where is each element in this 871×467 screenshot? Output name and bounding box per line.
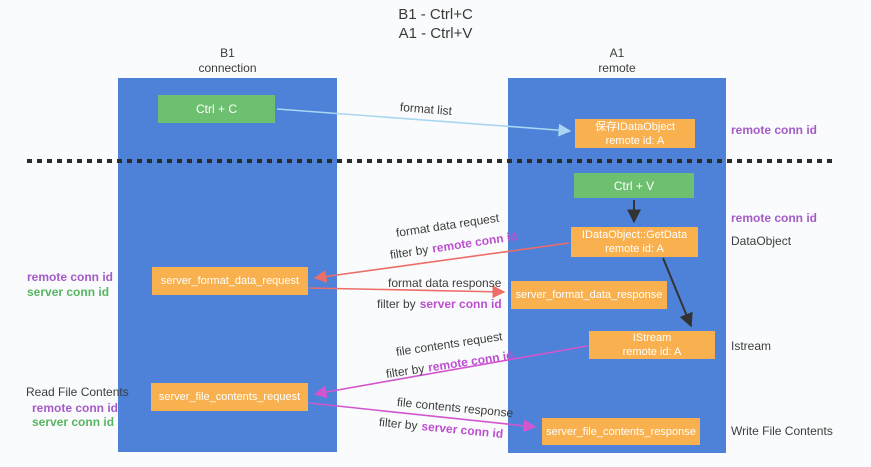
filter-remote-1-emphasis: remote conn id bbox=[431, 229, 519, 256]
node-idataobject-getdata: IDataObject::GetData remote id: A bbox=[571, 227, 698, 257]
node-server-format-data-request: server_format_data_request bbox=[152, 267, 308, 295]
right-label-dataobject: DataObject bbox=[731, 234, 792, 248]
node-istream-line1: IStream bbox=[632, 332, 672, 344]
left-label-remote-conn-id-bottom: remote conn id bbox=[32, 401, 119, 415]
lane-header-b1: B1 connection bbox=[118, 46, 337, 76]
filter-server-2-emphasis: server conn id bbox=[420, 419, 504, 441]
node-save-idataobject-line1: 保存IDataObject bbox=[594, 120, 676, 133]
left-label-read-file-contents: Read File Contents bbox=[26, 385, 129, 399]
edge-label-format-data-response: format data response bbox=[388, 276, 502, 290]
right-label-istream: Istream bbox=[731, 339, 772, 353]
node-server-format-data-response-label: server_format_data_response bbox=[515, 289, 663, 301]
lane-header-a1: A1 remote bbox=[508, 46, 726, 76]
edge-label-format-list: format list bbox=[399, 100, 453, 119]
left-label-server-conn-id-bottom: server conn id bbox=[32, 415, 115, 429]
node-server-file-contents-response-label: server_file_contents_response bbox=[546, 425, 696, 438]
diagram-title: B1 - Ctrl+C A1 - Ctrl+V bbox=[0, 5, 871, 43]
node-istream: IStream remote id: A bbox=[589, 331, 715, 359]
node-ctrl-c: Ctrl + C bbox=[158, 95, 275, 123]
node-ctrl-v-label: Ctrl + V bbox=[613, 178, 655, 193]
title-line-1: B1 - Ctrl+C bbox=[398, 6, 473, 23]
node-save-idataobject: 保存IDataObject remote id: A bbox=[575, 119, 695, 148]
right-label-remote-conn-id-mid: remote conn id bbox=[731, 211, 818, 225]
node-idataobject-getdata-line1: IDataObject::GetData bbox=[581, 229, 688, 241]
lane-a1-name: A1 bbox=[609, 46, 625, 60]
node-idataobject-getdata-line2: remote id: A bbox=[605, 243, 664, 255]
filter-server-1-prefix: filter by bbox=[377, 297, 416, 311]
right-label-write-file-contents: Write File Contents bbox=[731, 424, 833, 438]
node-ctrl-c-label: Ctrl + C bbox=[195, 102, 237, 116]
filter-remote-1-prefix: filter by bbox=[388, 242, 430, 262]
title-line-2: A1 - Ctrl+V bbox=[398, 25, 473, 42]
node-server-format-data-request-label: server_format_data_request bbox=[160, 275, 300, 287]
dashed-separator bbox=[27, 159, 837, 163]
lane-b1-name: B1 bbox=[220, 46, 235, 60]
node-istream-line2: remote id: A bbox=[622, 346, 682, 358]
filter-server-2-prefix: filter by bbox=[378, 415, 419, 433]
lane-a1-role: remote bbox=[598, 61, 636, 75]
edge-label-file-contents-response: file contents response bbox=[396, 395, 514, 421]
lane-b1-role: connection bbox=[198, 61, 257, 75]
filter-remote-2-prefix: filter by bbox=[384, 361, 426, 381]
left-label-server-conn-id-top: server conn id bbox=[27, 285, 110, 299]
node-server-file-contents-response: server_file_contents_response bbox=[542, 418, 700, 445]
node-ctrl-v: Ctrl + V bbox=[574, 173, 694, 198]
node-save-idataobject-line2: remote id: A bbox=[605, 134, 665, 147]
right-label-remote-conn-id-top: remote conn id bbox=[731, 123, 818, 137]
left-label-remote-conn-id-top: remote conn id bbox=[27, 270, 114, 284]
node-server-file-contents-request-label: server_file_contents_request bbox=[158, 391, 301, 403]
node-server-format-data-response: server_format_data_response bbox=[511, 281, 667, 309]
filter-server-1-emphasis: server conn id bbox=[419, 297, 502, 311]
node-server-file-contents-request: server_file_contents_request bbox=[151, 383, 308, 411]
